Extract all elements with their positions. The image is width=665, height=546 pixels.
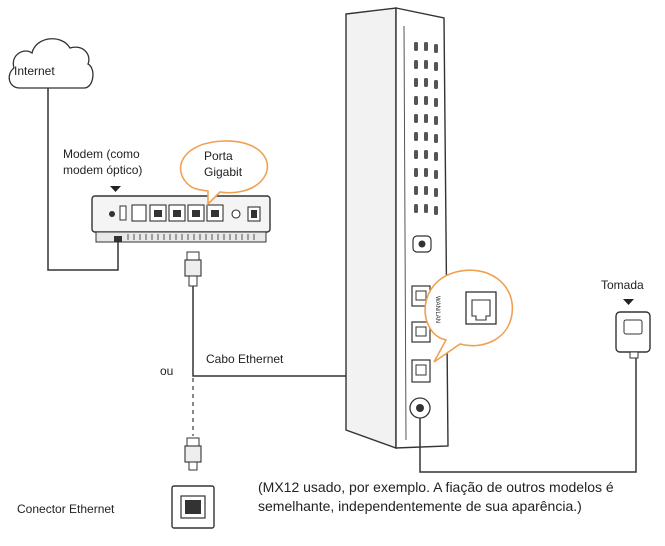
ethernet-wall-connector-icon — [171, 485, 215, 529]
wall-cable-plug-icon — [184, 437, 202, 471]
gigabit-port-label: Porta Gigabit — [204, 149, 243, 179]
or-label: ou — [160, 364, 174, 378]
wan-lan-port-zoom-icon — [465, 291, 497, 325]
modem-icon — [91, 195, 271, 243]
ethernet-cable-label: Cabo Ethernet — [206, 352, 284, 366]
internet-line — [47, 88, 119, 271]
gigabit-callout-bubble — [179, 140, 269, 206]
modem-cable-plug-icon — [184, 251, 202, 287]
footnote-text: (MX12 usado, por exemplo. A fiação de ou… — [258, 479, 614, 514]
internet-cloud-icon — [8, 38, 94, 89]
outlet-label: Tomada — [601, 278, 644, 292]
internet-label: Internet — [14, 64, 55, 78]
ethernet-cable-line — [192, 286, 370, 377]
router-icon — [345, 7, 449, 449]
wan-lan-label: WAN/LAN — [434, 296, 440, 324]
ethernet-connector-label: Conector Ethernet — [17, 502, 115, 516]
modem-pointer-icon — [110, 186, 121, 192]
power-adapter-icon — [615, 311, 651, 359]
modem-label: Modem (como modem óptico) — [63, 147, 143, 177]
power-cable-line — [419, 354, 637, 473]
outlet-pointer-icon — [623, 299, 634, 305]
